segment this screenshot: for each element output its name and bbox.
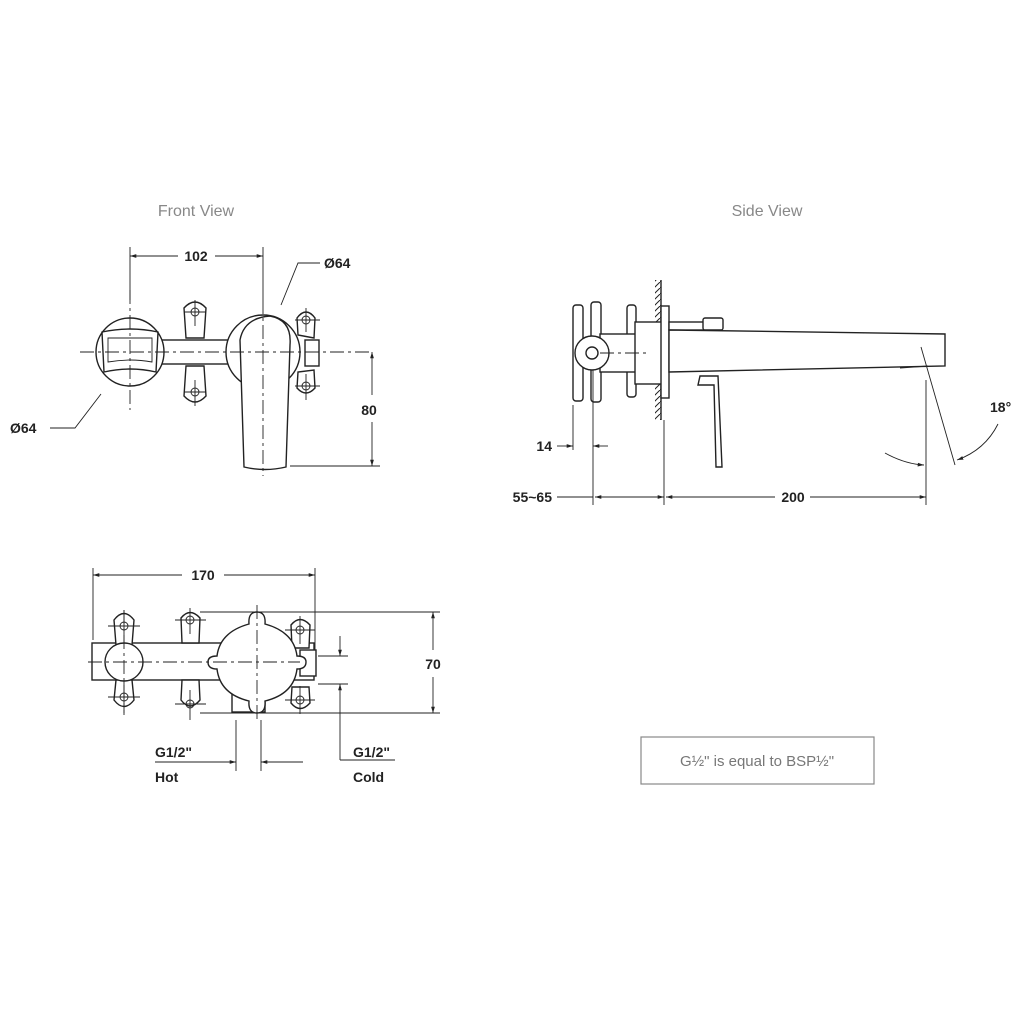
- spout: [668, 329, 946, 373]
- hot-inlet-label: Hot: [155, 769, 179, 785]
- dim-front-diameter-right: Ø64: [324, 255, 351, 271]
- note-text: G½" is equal to BSP½": [680, 753, 834, 770]
- rough-in-body: [572, 301, 666, 403]
- dim-front-width: 102: [184, 248, 208, 264]
- side-view: Side View 14 55~65 200: [513, 203, 1011, 505]
- dim-rough-in-height: 70: [425, 656, 441, 672]
- front-view: Front View 102 Ø64 Ø64 80: [10, 203, 380, 476]
- left-handle-grip: [101, 328, 159, 373]
- dim-front-height: 80: [361, 402, 377, 418]
- dim-side-depth: 55~65: [513, 489, 553, 505]
- wall-flange: [660, 305, 670, 399]
- front-view-title: Front View: [158, 203, 235, 220]
- dim-rough-in-width: 170: [191, 567, 215, 583]
- mixer-lever: [239, 315, 291, 471]
- hot-inlet-size: G1/2": [155, 744, 192, 760]
- dim-spout-length: 200: [781, 489, 805, 505]
- side-lever: [697, 375, 723, 468]
- dim-front-diameter-left: Ø64: [10, 420, 37, 436]
- dim-side-offset: 14: [536, 438, 552, 454]
- note-box: G½" is equal to BSP½": [640, 736, 875, 785]
- cold-inlet-label: Cold: [353, 769, 384, 785]
- side-view-title: Side View: [732, 203, 803, 220]
- spout-collar: [668, 321, 708, 331]
- mounting-lugs: [183, 300, 320, 406]
- rough-in-view: 170 70 G1/2" Hot G1/2" Cold: [88, 567, 441, 785]
- cold-inlet-size: G1/2": [353, 744, 390, 760]
- dim-spout-angle: 18°: [990, 399, 1011, 415]
